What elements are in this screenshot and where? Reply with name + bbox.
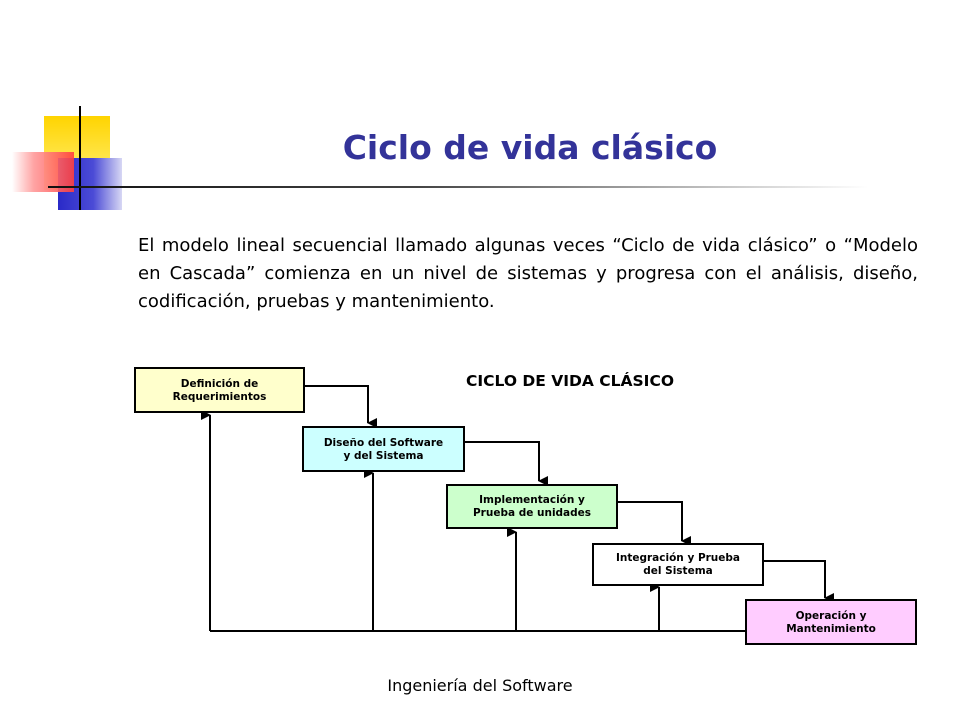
stage-label-operacion-line1: Operación y bbox=[796, 610, 867, 622]
stage-label-integracion-line1: Integración y Prueba bbox=[616, 552, 740, 564]
stage-box-implementacion bbox=[446, 484, 618, 529]
title-underline bbox=[48, 186, 868, 188]
stage-label-definicion-line1: Definición de bbox=[181, 378, 259, 390]
stage-box-diseno bbox=[302, 426, 465, 472]
connector-stage3-stage4 bbox=[617, 501, 691, 546]
diagram-title: CICLO DE VIDA CLÁSICO bbox=[466, 371, 674, 390]
stage-box-operacion bbox=[745, 599, 917, 645]
stage-label-implementacion-line1: Implementación y bbox=[479, 494, 585, 506]
stage-label-definicion-line2: Requerimientos bbox=[173, 391, 267, 403]
connector-stage1-stage2 bbox=[305, 385, 377, 428]
stage-label-diseno-line1: Diseño del Software bbox=[324, 437, 443, 449]
connector-stage4-stage5 bbox=[763, 560, 834, 603]
stage-label-integracion-line2: del Sistema bbox=[643, 565, 712, 577]
stage-label-diseno-line2: y del Sistema bbox=[344, 450, 424, 462]
stage-label-implementacion-line2: Prueba de unidades bbox=[473, 507, 591, 519]
decor-vertical-line bbox=[79, 106, 81, 210]
waterfall-diagram: CICLO DE VIDA CLÁSICO Definición de Requ… bbox=[134, 367, 917, 645]
connector-stage2-stage3 bbox=[464, 441, 548, 486]
slide-body-text: El modelo lineal secuencial llamado algu… bbox=[138, 235, 918, 312]
slide-title: Ciclo de vida clásico bbox=[342, 128, 718, 167]
stage-label-operacion-line2: Mantenimiento bbox=[786, 623, 876, 635]
decor-red-square bbox=[12, 152, 74, 192]
slide-footer: Ingeniería del Software bbox=[387, 676, 573, 695]
stage-box-integracion bbox=[592, 543, 764, 586]
stage-box-definicion bbox=[134, 367, 305, 413]
